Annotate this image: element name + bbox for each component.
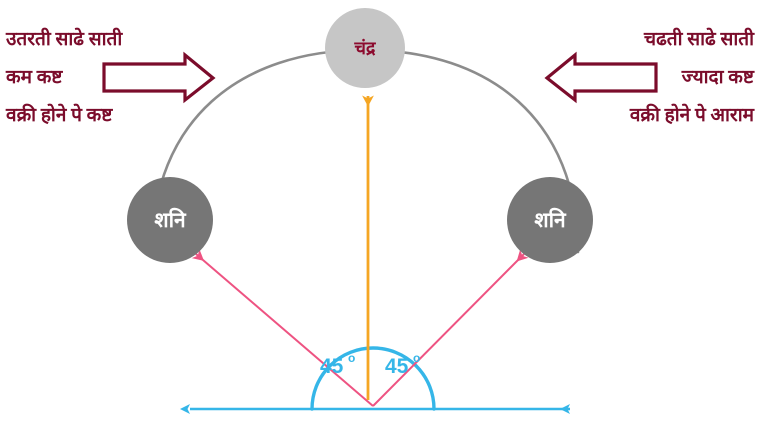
saturn-left-label: शनि <box>154 207 187 232</box>
angle-arc <box>310 346 436 411</box>
left-annotation-line-3: वक्री होने पे कष्ट <box>6 105 113 126</box>
moon-label: चंद्र <box>354 38 377 58</box>
left-block-arrow <box>102 51 216 104</box>
right-annotation-line-3: वक्री होने पे आराम <box>629 105 754 126</box>
moon-body[interactable]: चंद्र <box>325 8 405 88</box>
angle-label-right-value: 45 <box>385 355 409 378</box>
angle-label-left: 45 o <box>320 351 355 378</box>
ray-to-saturn-right <box>372 249 529 407</box>
angle-label-left-value: 45 <box>320 355 344 378</box>
ray-to-saturn-left <box>191 249 374 407</box>
left-annotation-line-2: कम कष्ट <box>6 67 63 88</box>
saturn-right-label: शनि <box>534 207 567 232</box>
right-annotation-line-2: ज्यादा कष्ट <box>681 67 754 88</box>
left-annotation-line-1: उतरती साढे साती <box>6 29 123 50</box>
angle-label-right-unit: o <box>413 351 420 365</box>
saturn-right-body[interactable]: शनि <box>507 177 593 263</box>
right-block-arrow <box>544 51 658 104</box>
angle-label-left-unit: o <box>348 351 355 365</box>
right-annotation-line-1: चढती साढे साती <box>644 29 754 50</box>
saturn-left-body[interactable]: शनि <box>127 177 213 263</box>
angle-label-right: 45 o <box>385 351 420 378</box>
